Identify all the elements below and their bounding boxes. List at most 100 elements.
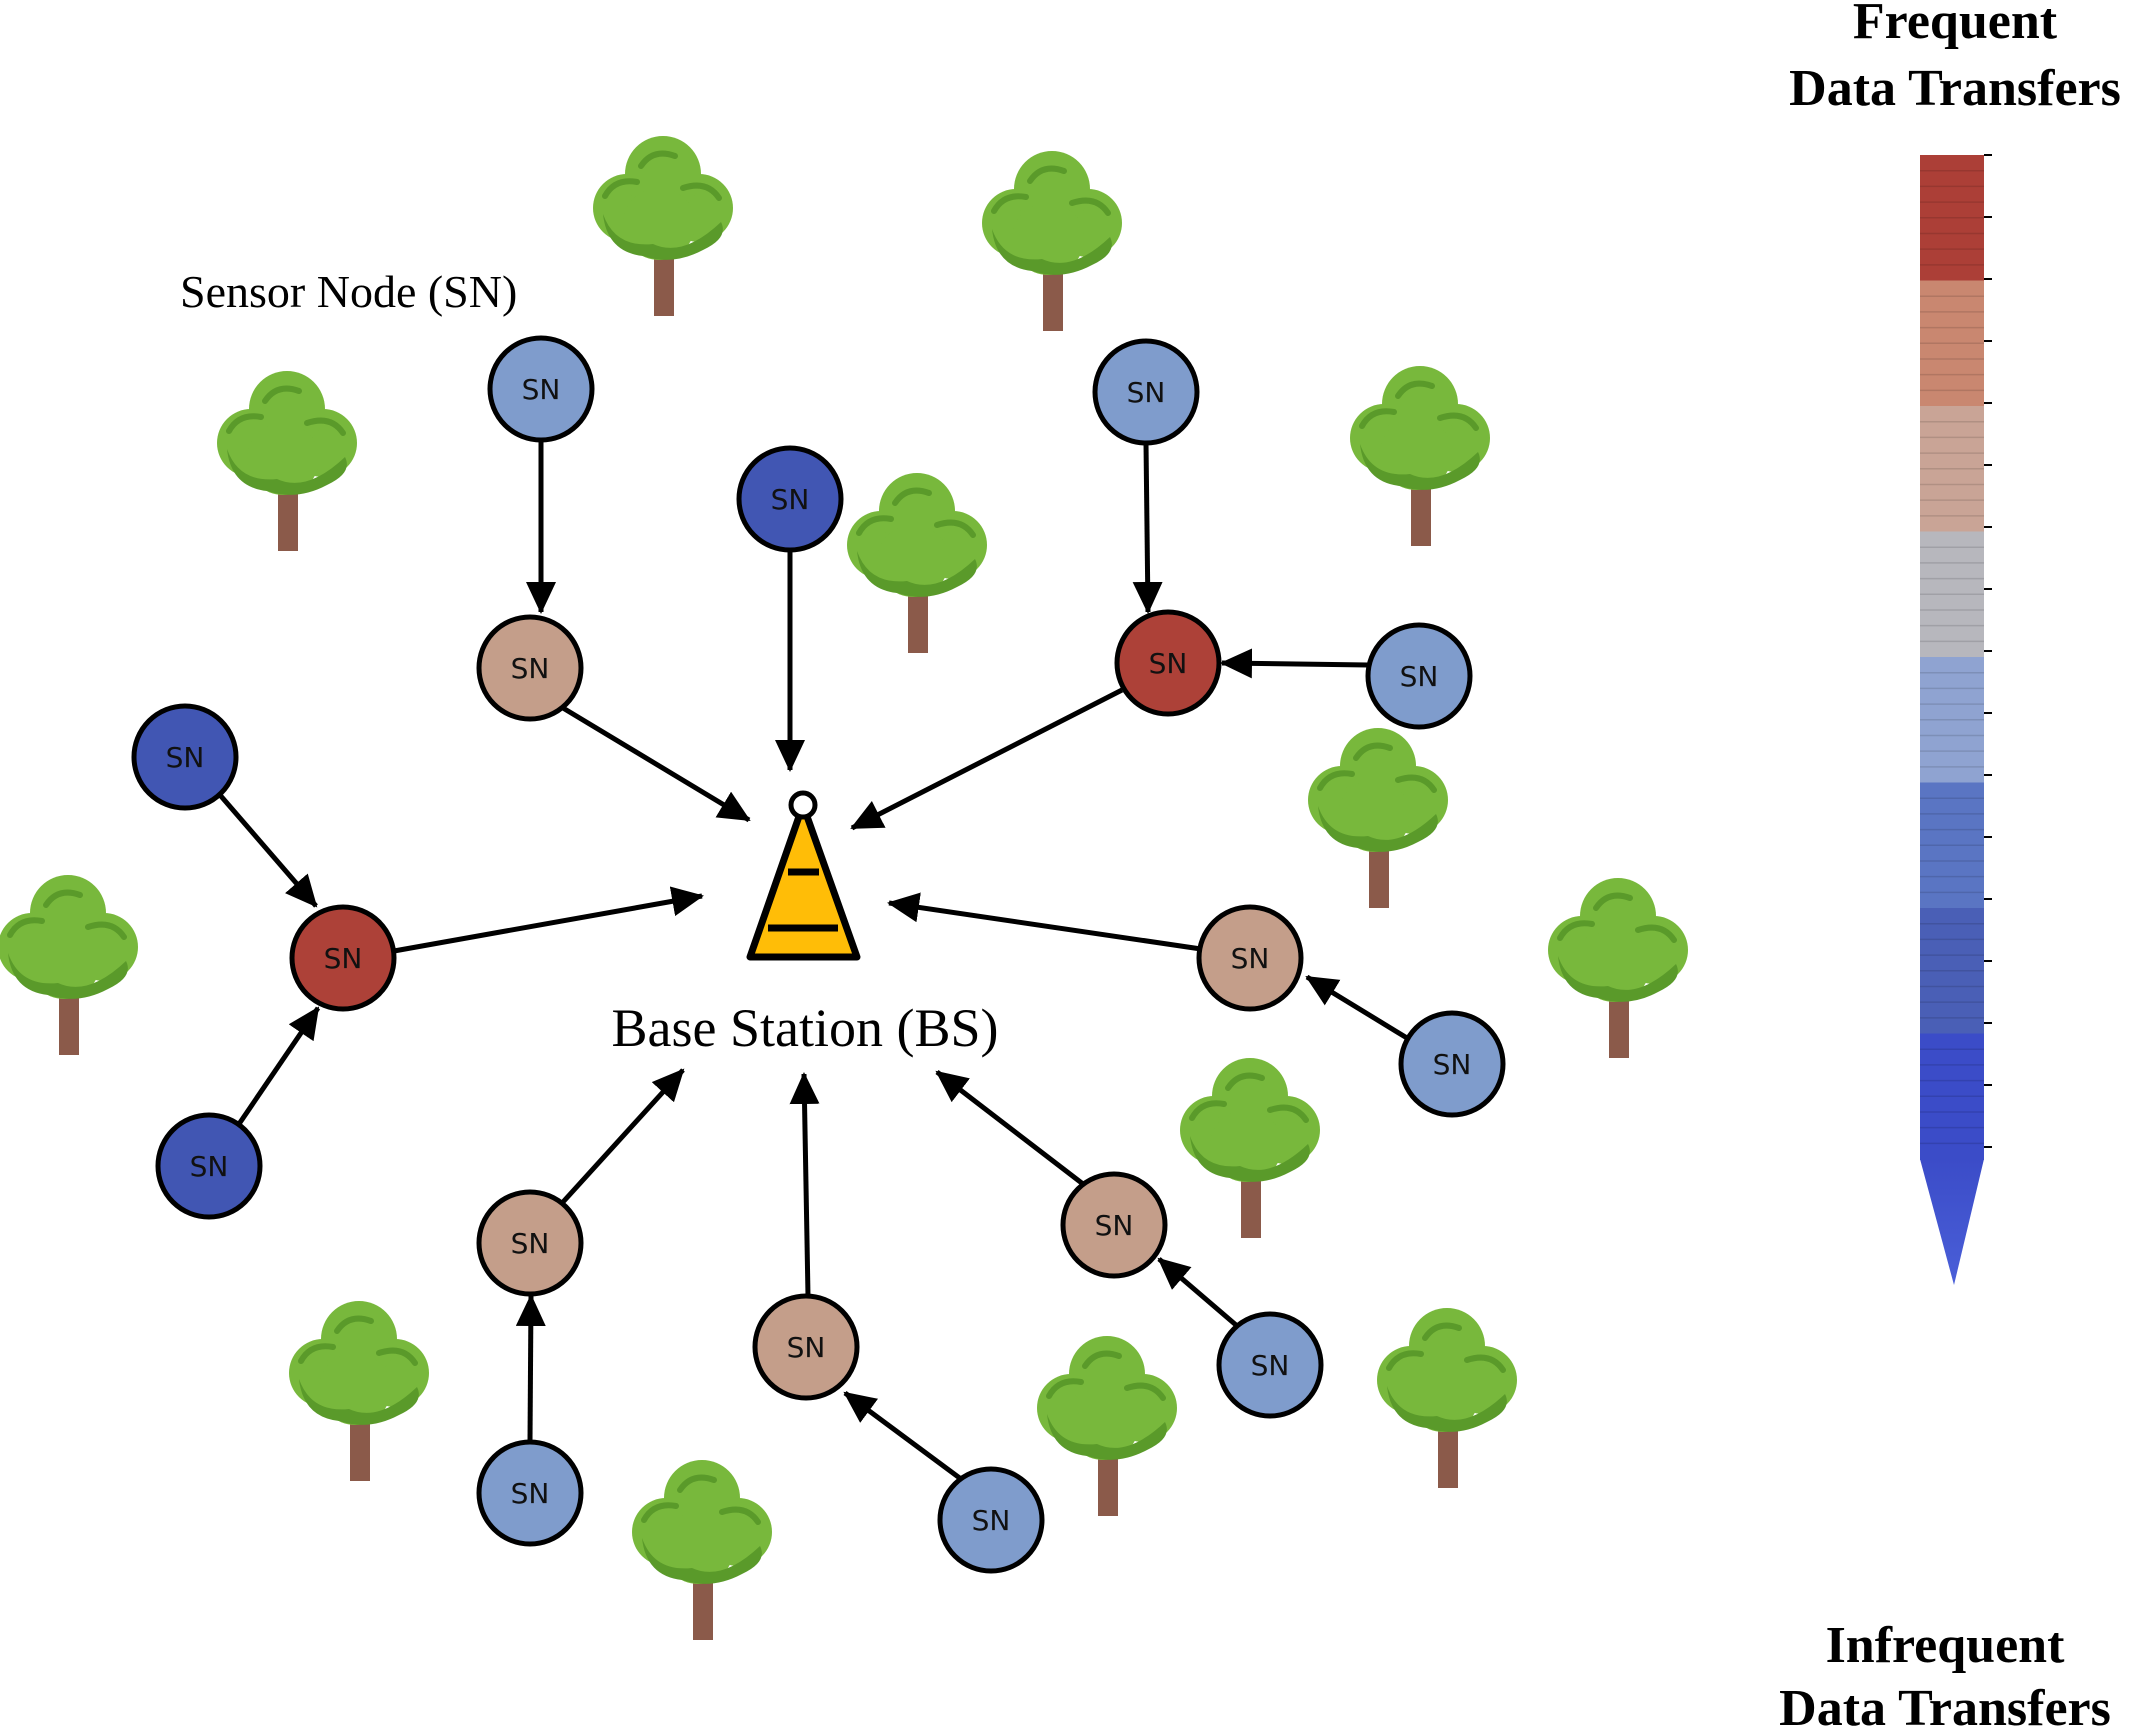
connection-arrow	[850, 687, 1124, 831]
sensor-node-text: SN	[511, 652, 550, 685]
connection-arrow	[789, 1072, 820, 1297]
sensor-node-circle	[1114, 609, 1222, 717]
sensor-node-circle	[487, 335, 595, 443]
scale-bottom-label-line1: Infrequent	[1826, 1617, 2066, 1674]
sensor-node-text: SN	[190, 1150, 229, 1183]
tree-icon	[0, 875, 138, 1055]
sensor-node: SN	[1365, 622, 1473, 730]
sensor-node-text: SN	[1433, 1048, 1472, 1081]
connection-arrow	[515, 1294, 546, 1443]
sensor-node: SN	[1060, 1171, 1168, 1279]
sensor-node-text: SN	[1231, 942, 1270, 975]
connection-arrow	[561, 705, 751, 823]
sensor-node: SN	[1398, 1010, 1506, 1118]
connection-arrow	[935, 1070, 1085, 1186]
connection-arrow	[218, 793, 318, 908]
sensor-node-text: SN	[1095, 1209, 1134, 1242]
connection-arrow	[1220, 648, 1369, 679]
connection-arrow	[887, 892, 1202, 952]
tree-icon	[217, 371, 357, 551]
trees	[0, 136, 1688, 1640]
sensor-node-circle	[1092, 338, 1200, 446]
sensor-node: SN	[1196, 904, 1304, 1012]
connection-arrow	[393, 886, 704, 954]
tree-icon	[1037, 1336, 1177, 1516]
scale-segment	[1920, 155, 1984, 282]
connection-arrow	[236, 1006, 321, 1126]
connection-arrow	[1305, 974, 1409, 1041]
base-station-label: Base Station (BS)	[612, 998, 999, 1058]
sensor-node: SN	[1092, 338, 1200, 446]
sensor-node-circle	[937, 1466, 1045, 1574]
scale-segment	[1920, 782, 1984, 909]
sensor-nodes: SN SN SN SN SN SN SN SN SN SN SN SN SN SN SN SN SN	[131, 335, 1506, 1574]
sensor-node-label: Sensor Node (SN)	[180, 266, 517, 317]
sensor-node: SN	[1216, 1311, 1324, 1419]
tree-icon	[632, 1460, 772, 1640]
sensor-node-text: SN	[771, 483, 810, 516]
sensor-node-text: SN	[787, 1331, 826, 1364]
sensor-node: SN	[1114, 609, 1222, 717]
frequency-scale-bar	[1920, 154, 1992, 1285]
sensor-node: SN	[736, 445, 844, 553]
scale-bottom-label-line2: Data Transfers	[1779, 1680, 2111, 1731]
sensor-node-circle	[1196, 904, 1304, 1012]
scale-top-label-line1: Frequent	[1853, 0, 2058, 50]
connection-arrow	[1132, 442, 1163, 614]
sensor-node-circle	[155, 1112, 263, 1220]
tree-icon	[847, 473, 987, 653]
tree-icon	[289, 1301, 429, 1481]
sensor-node-circle	[1060, 1171, 1168, 1279]
connection-arrows	[218, 440, 1409, 1482]
tree-icon	[982, 151, 1122, 331]
scale-segment	[1920, 531, 1984, 658]
base-station-tower-icon	[746, 790, 861, 961]
sensor-node-circle	[1398, 1010, 1506, 1118]
sensor-node: SN	[131, 703, 239, 811]
tree-icon	[1180, 1058, 1320, 1238]
sensor-node: SN	[752, 1293, 860, 1401]
sensor-node-circle	[1216, 1311, 1324, 1419]
tree-icon	[1548, 878, 1688, 1058]
sensor-node: SN	[476, 614, 584, 722]
scale-segment	[1920, 657, 1984, 784]
tree-icon	[1350, 366, 1490, 546]
sensor-node: SN	[476, 1439, 584, 1547]
sensor-node-text: SN	[511, 1227, 550, 1260]
sensor-node: SN	[289, 904, 397, 1012]
scale-segment	[1920, 1033, 1984, 1160]
connection-arrow	[1157, 1257, 1238, 1327]
connection-arrow	[843, 1390, 963, 1482]
sensor-node-circle	[736, 445, 844, 553]
sensor-node-text: SN	[972, 1504, 1011, 1537]
sensor-node-circle	[131, 703, 239, 811]
sensor-node-circle	[476, 1189, 584, 1297]
sensor-node-text: SN	[324, 942, 363, 975]
sensor-node: SN	[937, 1466, 1045, 1574]
tree-icon	[1308, 728, 1448, 908]
sensor-node-text: SN	[1251, 1349, 1290, 1382]
connection-arrow	[561, 1068, 685, 1204]
sensor-node-text: SN	[1149, 647, 1188, 680]
scale-segment	[1920, 908, 1984, 1035]
sensor-node: SN	[155, 1112, 263, 1220]
sensor-node: SN	[476, 1189, 584, 1297]
tree-icon	[593, 136, 733, 316]
scale-tip	[1920, 1159, 1984, 1285]
sensor-node-circle	[1365, 622, 1473, 730]
sensor-node-text: SN	[511, 1477, 550, 1510]
sensor-node: SN	[487, 335, 595, 443]
sensor-node-circle	[476, 614, 584, 722]
sensor-node-text: SN	[1127, 376, 1166, 409]
sensor-node-text: SN	[522, 373, 561, 406]
sensor-node-circle	[289, 904, 397, 1012]
scale-top-label-line2: Data Transfers	[1789, 60, 2121, 117]
tree-icon	[1377, 1308, 1517, 1488]
scale-segment	[1920, 280, 1984, 407]
sensor-node-circle	[752, 1293, 860, 1401]
sensor-node-text: SN	[1400, 660, 1439, 693]
sensor-node-text: SN	[166, 741, 205, 774]
scale-segment	[1920, 406, 1984, 533]
sensor-node-circle	[476, 1439, 584, 1547]
